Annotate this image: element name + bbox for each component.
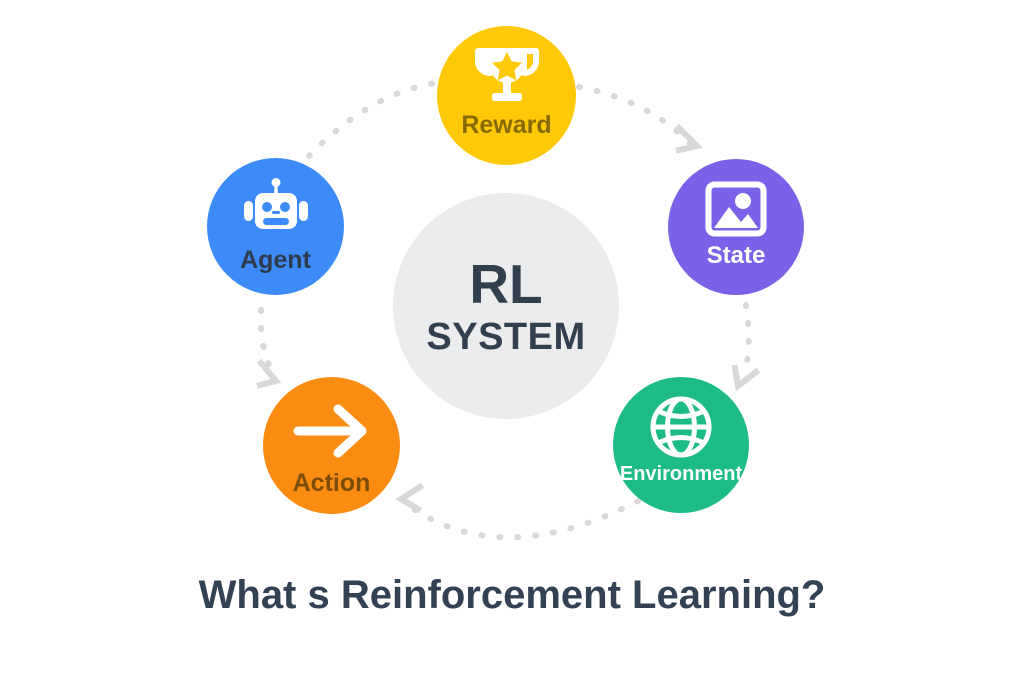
center-hub: RL SYSTEM (393, 193, 619, 419)
arc-reward-to-state (576, 84, 697, 151)
hub-title-line2: SYSTEM (426, 315, 586, 358)
node-state[interactable]: State (668, 159, 804, 295)
arc-action-to-agent (257, 307, 275, 375)
node-state-label: State (706, 242, 766, 269)
trophy-icon (474, 46, 540, 108)
hub-title-line1: RL (469, 252, 543, 315)
node-agent-label: Agent (240, 246, 311, 274)
node-reward[interactable]: Reward (437, 26, 576, 165)
arrow-right-icon (292, 403, 372, 459)
image-icon (705, 181, 767, 237)
robot-icon (241, 178, 311, 242)
arrowhead-to-action (395, 482, 425, 514)
arc-environment-to-action (409, 498, 641, 541)
node-action[interactable]: Action (263, 377, 400, 514)
node-environment-label: Environment (619, 463, 743, 485)
globe-icon (649, 395, 713, 459)
node-reward-label: Reward (461, 111, 552, 139)
node-environment[interactable]: Environment (613, 377, 749, 513)
arrowhead-to-environment (731, 364, 761, 392)
page-title: What s Reinforcement Learning? (198, 573, 826, 617)
arrowhead-action-from-agent (256, 358, 282, 389)
arrowhead-to-state (674, 123, 703, 154)
arc-agent-to-reward (306, 80, 439, 159)
arc-state-to-environment (742, 302, 752, 373)
node-agent[interactable]: Agent (207, 158, 344, 295)
node-action-label: Action (292, 469, 371, 497)
